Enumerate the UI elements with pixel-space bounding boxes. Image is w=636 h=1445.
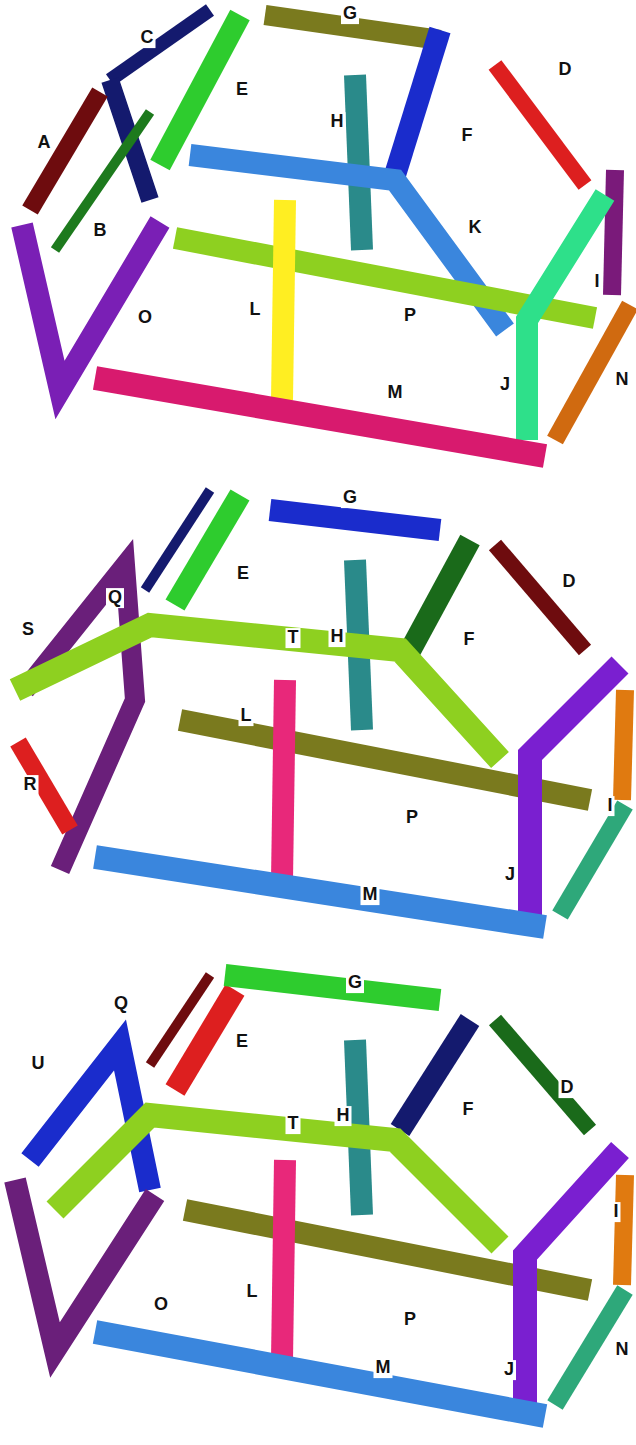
beam [175,495,240,605]
part-label: I [592,272,601,292]
part-label: N [614,1340,631,1360]
part-label: H [329,627,346,647]
beam [560,805,625,915]
beam [495,1020,590,1130]
beam [225,975,440,1000]
part-label: M [361,885,380,905]
beam [175,990,235,1090]
part-label: J [498,375,512,395]
part-label: B [92,221,109,241]
part-label: M [374,1358,393,1378]
part-label: L [248,300,263,320]
beam [15,1180,155,1350]
part-label: G [341,488,359,508]
part-label: Q [112,994,130,1014]
beam [282,680,285,880]
part-label: E [234,80,250,100]
beam [110,10,210,80]
part-label: D [561,572,578,592]
beam [22,222,160,390]
part-label: K [467,218,484,238]
part-label: F [462,630,477,650]
beam [400,1020,470,1130]
part-label: L [245,1282,260,1302]
part-label: H [335,1106,352,1126]
beam [95,857,545,927]
beam [622,690,625,800]
part-label: Q [106,588,124,608]
part-label: M [386,383,405,403]
beam [622,1175,625,1285]
beam [95,1332,545,1416]
part-label: F [460,126,475,146]
part-label: O [152,1295,170,1315]
beam [395,30,440,175]
part-label: P [404,808,420,828]
part-label: O [136,308,154,328]
beam [405,540,470,660]
part-label: T [286,628,301,648]
part-label: A [36,133,53,153]
part-label: G [346,973,364,993]
beam [270,510,440,530]
beam [95,378,545,456]
part-label: J [503,865,517,885]
beam [25,565,135,870]
beam [55,112,150,250]
part-label: T [286,1114,301,1134]
beam [355,75,362,250]
part-label: G [341,4,359,24]
beam [282,200,285,400]
part-label: F [461,1100,476,1120]
beam [495,545,585,650]
part-label: H [329,112,346,132]
beam [18,742,70,830]
part-label: L [239,706,254,726]
part-label: E [234,1032,250,1052]
part-label: D [559,1078,576,1098]
beam [495,65,585,185]
beam [555,305,630,440]
part-label: U [30,1054,47,1074]
part-label: I [605,796,614,816]
part-label: S [20,620,36,640]
beam [282,1160,285,1360]
part-label: I [611,1202,620,1222]
part-label: C [139,28,156,48]
part-label: E [235,564,251,584]
beam [612,170,615,295]
part-label: R [22,775,39,795]
part-label: P [402,1310,418,1330]
beam [160,15,240,165]
part-label: N [614,370,631,390]
part-label: D [557,60,574,80]
part-label: J [502,1360,516,1380]
part-label: P [402,306,418,326]
